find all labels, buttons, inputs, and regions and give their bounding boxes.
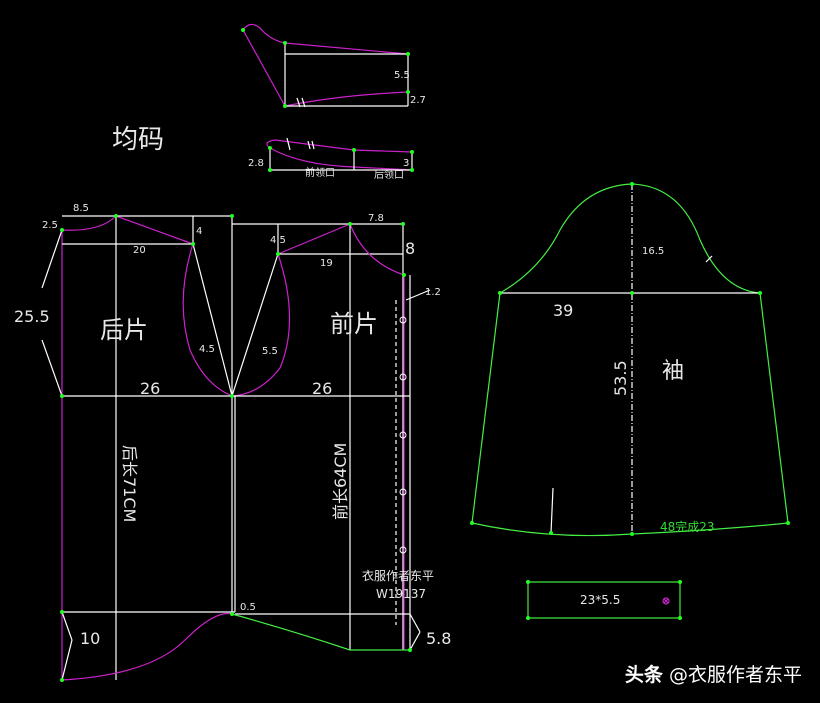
sleeve-points: [470, 182, 790, 536]
hem-front: 5.8: [426, 629, 451, 648]
back-neck-rise: 2.5: [42, 220, 58, 231]
front-neck-width: 7.8: [368, 213, 384, 224]
button-mark: [399, 316, 407, 324]
shoulder-back: 20: [133, 245, 146, 256]
author-name: 衣服作者东平: [362, 568, 434, 583]
hem-back: 10: [80, 629, 100, 648]
armhole-depth: 25.5: [14, 307, 50, 326]
back-length-label: 后长71CM: [120, 445, 139, 522]
collar-lower-right: 3: [403, 158, 409, 169]
body-pattern: [41, 215, 431, 681]
sleeve-length: 53.5: [611, 360, 630, 396]
armhole-back: 4.5: [199, 344, 215, 355]
collar-upper-end: 2.7: [410, 95, 426, 106]
button-mark: [399, 373, 407, 381]
cuff-size: 23*5.5: [580, 593, 620, 607]
button-marks: [399, 316, 407, 554]
sleeve-cap-height: 16.5: [642, 246, 664, 257]
sleeve-width: 39: [553, 301, 573, 320]
chest-front: 26: [312, 379, 332, 398]
front-length-label: 前长64CM: [331, 443, 350, 520]
collar-lower: [266, 137, 413, 171]
watermark-handle: @衣服作者东平: [668, 664, 802, 686]
back-neck-label: 后领口: [374, 168, 404, 181]
hem-side: 0.5: [240, 602, 256, 613]
button-mark: [399, 431, 407, 439]
cuff-pattern: [527, 581, 681, 619]
front-panel-label: 前片: [330, 310, 378, 338]
front-shoulder-drop: 4.5: [270, 235, 286, 246]
back-panel-label: 后片: [100, 316, 148, 344]
sleeve-pattern: [471, 183, 789, 537]
back-neck-width: 8.5: [73, 203, 89, 214]
shoulder-drop-back: 4: [196, 226, 202, 237]
collar-upper-height: 5.5: [394, 70, 410, 81]
size-title: 均码: [112, 125, 164, 155]
pattern-points: [60, 28, 414, 682]
front-neck-depth: 8: [405, 239, 415, 258]
cuff-note: 48完成23: [660, 519, 715, 534]
button-mark: [399, 488, 407, 496]
chest-back: 26: [140, 379, 160, 398]
watermark: 头条 @衣服作者东平: [625, 660, 802, 687]
author-code: W19137: [376, 587, 426, 601]
collar-upper: [242, 23, 409, 108]
front-neck-label: 前领口: [305, 166, 335, 179]
placket-width: 1.2: [425, 287, 441, 298]
armhole-front: 5.5: [262, 346, 278, 357]
button-mark: [399, 546, 407, 554]
shoulder-front: 19: [320, 258, 333, 269]
watermark-site: 头条: [624, 664, 663, 686]
collar-lower-left: 2.8: [248, 158, 264, 169]
sleeve-label: 袖: [662, 359, 684, 384]
